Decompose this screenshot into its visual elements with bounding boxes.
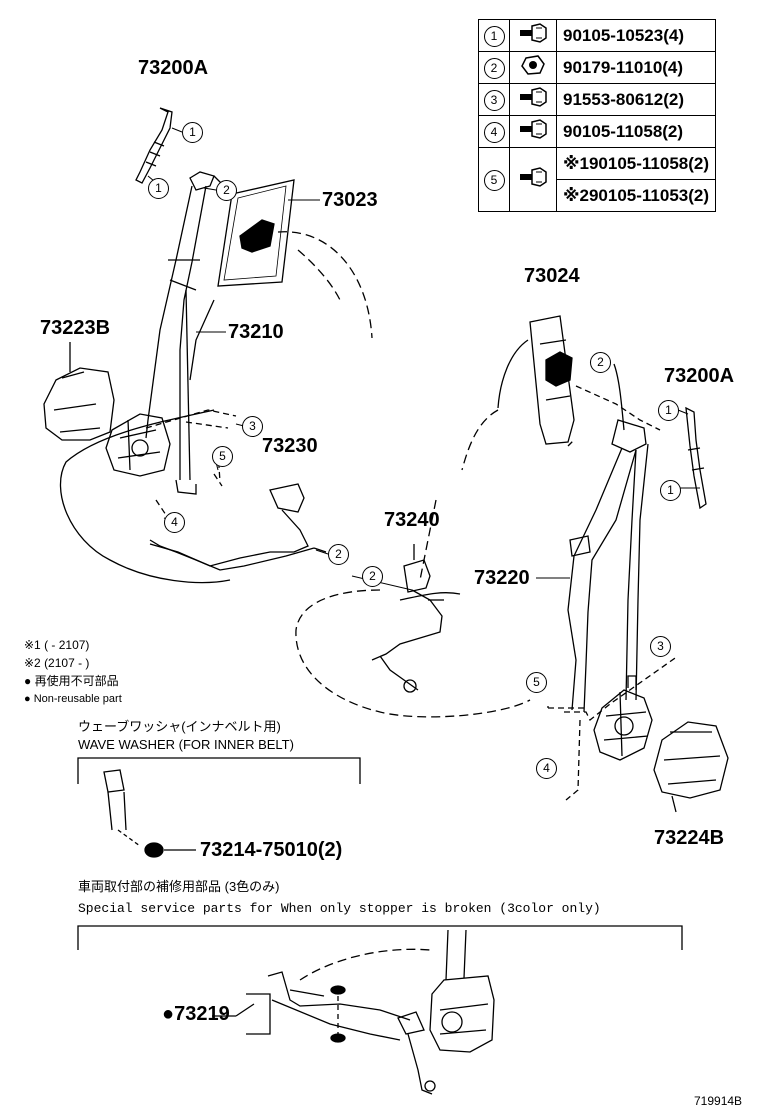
callout: 3 — [242, 416, 263, 437]
callout: 3 — [650, 636, 671, 657]
bolt-icon — [520, 23, 547, 43]
part-number-b: ※290105-11053(2) — [555, 179, 717, 212]
callout: 5 — [212, 446, 233, 467]
wave-washer-icon — [144, 842, 164, 858]
label-73024: 73024 — [524, 265, 580, 287]
table-row: 2 90179-11010(4) — [478, 51, 717, 84]
callout: 1 — [660, 480, 681, 501]
ref-number: 2 — [483, 57, 505, 79]
bolt-icon — [520, 87, 547, 107]
callout: 5 — [526, 672, 547, 693]
part-number-a: ※190105-11058(2) — [555, 147, 717, 180]
right-upper-anchor — [685, 406, 707, 510]
note-non-reusable-en: ● Non-reusable part — [24, 693, 122, 705]
label-73210: 73210 — [228, 321, 284, 343]
part-number: 90105-10523(4) — [555, 19, 717, 52]
ref-number: 3 — [483, 89, 505, 111]
table-row: 1 90105-10523(4) — [478, 19, 717, 52]
label-73230: 73230 — [262, 435, 318, 457]
bolt-icon — [520, 119, 547, 139]
callout: 2 — [362, 566, 383, 587]
bolt-icon — [520, 167, 547, 187]
callout: 2 — [216, 180, 237, 201]
right-retractor — [593, 675, 653, 761]
table-row: ※290105-11053(2) — [479, 179, 717, 212]
callout: 4 — [164, 512, 185, 533]
left-belt-73210 — [145, 171, 215, 495]
table-row: 5 ※190105-11058(2) — [478, 147, 717, 212]
ref-number: 5 — [483, 169, 505, 191]
note-non-reusable-jp: ● 再使用不可部品 — [24, 674, 119, 688]
callout: 1 — [182, 122, 203, 143]
washer-title-en: WAVE WASHER (FOR INNER BELT) — [78, 737, 294, 752]
label-73200a-left: 73200A — [138, 57, 209, 79]
buckle-73240 — [371, 559, 444, 693]
callout: 4 — [536, 758, 557, 779]
table-row: 3 91553-80612(2) — [478, 83, 717, 116]
special-service-assembly — [212, 929, 495, 1095]
label-73219: ●73219 — [162, 1003, 230, 1025]
left-upper-anchor — [135, 107, 173, 184]
label-73214: 73214-75010(2) — [200, 839, 343, 861]
table-row: 4 90105-11058(2) — [478, 115, 717, 148]
washer-belt — [103, 769, 141, 847]
label-73023: 73023 — [322, 189, 378, 211]
washer-bracket — [77, 757, 361, 784]
part-number: 90179-11010(4) — [555, 51, 717, 84]
label-73200a-right: 73200A — [664, 365, 735, 387]
right-floor-outline — [295, 589, 531, 718]
washer-title-jp: ウェーブワッシャ(インナベルト用) — [78, 719, 281, 734]
label-73224b: 73224B — [654, 827, 725, 849]
callout: 1 — [148, 178, 169, 199]
note-1: ※1 ( - 2107) — [24, 638, 90, 652]
fastener-parts-table: 1 90105-10523(4) 2 90179-11010(4) 3 9155… — [478, 19, 717, 212]
diagram-id: 719914B — [694, 1094, 743, 1108]
b-pillar-trim-73023 — [217, 179, 295, 287]
label-73240: 73240 — [384, 509, 440, 531]
special-title-jp: 車両取付部の補修用部品 (3色のみ) — [78, 879, 280, 894]
label-73220: 73220 — [474, 567, 530, 589]
part-number: 90105-11058(2) — [555, 115, 717, 148]
note-2: ※2 (2107 - ) — [24, 656, 90, 670]
callout: 1 — [658, 400, 679, 421]
left-retractor — [105, 413, 171, 477]
retractor-cover-73223b — [43, 342, 115, 441]
nut-icon — [521, 55, 545, 75]
b-pillar-trim-73024 — [529, 315, 575, 445]
special-title-en: Special service parts for When only stop… — [78, 901, 601, 916]
left-floor-outline — [59, 409, 231, 584]
retractor-cover-73224b — [653, 721, 729, 813]
label-73223b: 73223B — [40, 317, 111, 339]
special-bracket — [77, 925, 683, 950]
ref-number: 1 — [483, 25, 505, 47]
right-seat-outline — [497, 339, 625, 431]
callout: 2 — [590, 352, 611, 373]
ref-number: 4 — [483, 121, 505, 143]
callout: 2 — [328, 544, 349, 565]
right-belt-73220 — [567, 419, 649, 713]
part-number: 91553-80612(2) — [555, 83, 717, 116]
buckle-73230 — [149, 483, 315, 571]
